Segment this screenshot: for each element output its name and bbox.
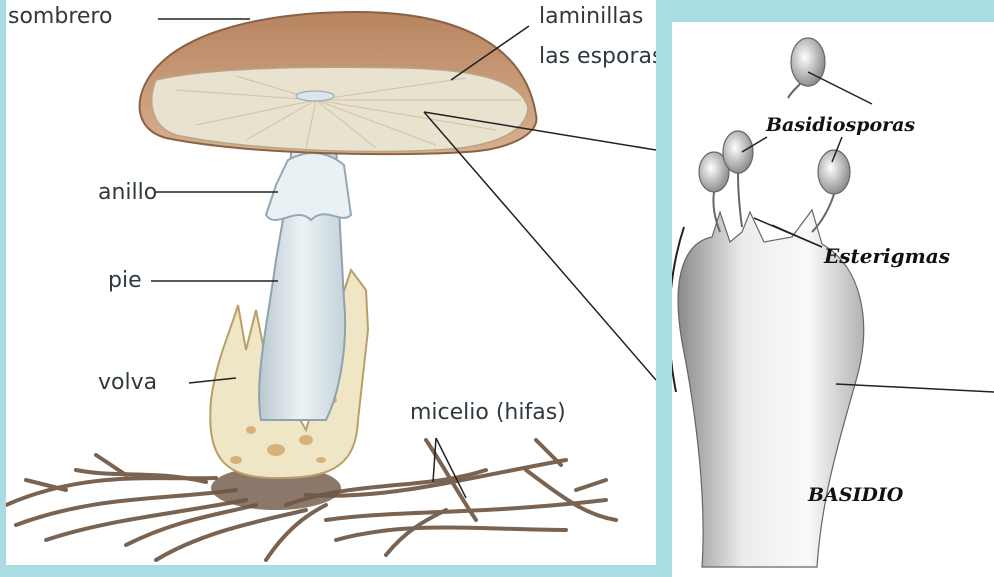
label-basidio: BASIDIO: [808, 484, 903, 506]
label-esterigmas: Esterigmas: [824, 244, 950, 268]
label-volva: volva: [98, 370, 157, 396]
spore-top: [791, 38, 825, 86]
label-laminillas: laminillas: [539, 4, 643, 30]
label-pie: pie: [108, 268, 142, 294]
label-las-esporas: las esporas: [539, 44, 656, 70]
basidium-panel: Basidiosporas Esterigmas BASIDIO: [672, 22, 994, 577]
label-micelio: micelio (hifas): [410, 400, 566, 426]
mushroom-illustration: [6, 0, 656, 565]
label-basidiosporas: Basidiosporas: [766, 114, 915, 136]
spore-middle: [723, 131, 753, 173]
label-anillo: anillo: [98, 180, 157, 206]
ring: [266, 153, 351, 220]
mushroom-panel: sombrero laminillas las esporas anillo p…: [6, 0, 656, 565]
label-sombrero: sombrero: [8, 4, 112, 30]
